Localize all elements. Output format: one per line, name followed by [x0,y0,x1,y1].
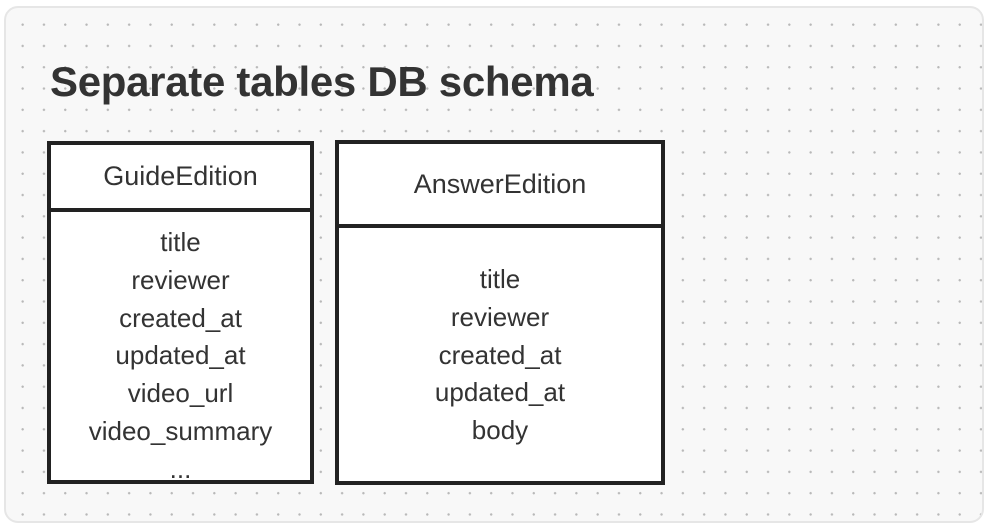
diagram-title: Separate tables DB schema [50,58,594,105]
table-field: reviewer [131,264,230,295]
table-field-ellipsis: ... [169,453,192,484]
table-fields: title reviewer created_at updated_at bod… [339,228,661,450]
table-field: created_at [438,339,562,370]
table-field: video_url [127,378,234,409]
table-field: body [471,415,529,446]
table-field: video_summary [88,415,273,446]
table-header: AnswerEdition [339,144,661,228]
table-answer-edition: AnswerEdition title reviewer created_at … [335,140,665,485]
table-field: updated_at [115,340,246,371]
table-field: created_at [119,302,242,333]
table-fields: title reviewer created_at updated_at vid… [51,212,310,489]
table-field: title [479,264,521,294]
table-header: GuideEdition [51,145,310,212]
table-field: reviewer [450,301,550,332]
table-field: updated_at [434,377,566,408]
table-field: title [160,227,201,257]
table-guide-edition: GuideEdition title reviewer created_at u… [47,141,314,484]
